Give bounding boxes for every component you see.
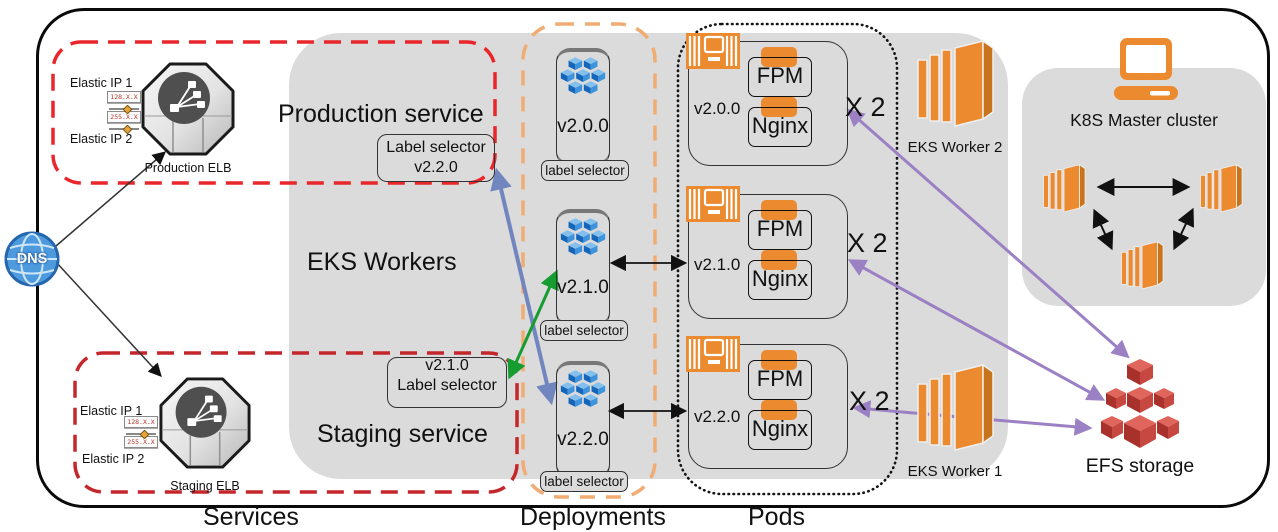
deployment-v220: v2.2.0 bbox=[556, 361, 610, 479]
dns-globe bbox=[4, 231, 60, 287]
staging-elastic-ip-2-label: Elastic IP 2 bbox=[82, 452, 145, 466]
staging-ip-widget: 128.X.X 255.X.X bbox=[124, 416, 158, 448]
eks-worker-2-icon bbox=[914, 36, 996, 128]
pods-section-label: Pods bbox=[748, 503, 805, 531]
ip-value: 255.X.X bbox=[107, 111, 141, 123]
laptop-icon bbox=[1112, 38, 1180, 102]
pod-v210-replicas: X 2 bbox=[847, 228, 888, 258]
pod-v220-replicas: X 2 bbox=[849, 386, 890, 416]
master-node-icon bbox=[1192, 162, 1250, 213]
deployment-v200: v2.0.0 bbox=[556, 48, 610, 166]
efs-storage-label: EFS storage bbox=[1085, 455, 1195, 477]
deployment-v200-label-selector: label selector bbox=[541, 160, 629, 181]
pod-terminal-icon bbox=[686, 336, 740, 372]
selector-line1: Label selector bbox=[386, 139, 486, 156]
nginx-container: Nginx bbox=[748, 260, 812, 300]
deployment-version: v2.1.0 bbox=[557, 277, 609, 298]
staging-elb-label: Staging ELB bbox=[170, 479, 240, 493]
production-label-selector-box: Label selector v2.2.0 bbox=[377, 134, 495, 182]
production-elastic-ip-1-label: Elastic IP 1 bbox=[70, 76, 133, 90]
k8s-master-cluster-label: K8S Master cluster bbox=[1070, 110, 1218, 130]
staging-elb-icon bbox=[158, 375, 252, 473]
pod-version: v2.0.0 bbox=[694, 99, 741, 118]
fpm-container: FPM bbox=[748, 57, 812, 97]
ip-slider bbox=[109, 104, 139, 115]
deployments-section-label: Deployments bbox=[520, 503, 666, 531]
production-elb-icon bbox=[140, 60, 236, 160]
pod-terminal-icon bbox=[686, 33, 740, 69]
production-elb-label: Production ELB bbox=[144, 161, 232, 175]
master-node-icon bbox=[1035, 162, 1093, 213]
deployment-version: v2.0.0 bbox=[557, 116, 609, 137]
eks-workers-label: EKS Workers bbox=[307, 248, 457, 276]
dns-icon: DNS bbox=[3, 230, 61, 288]
ip-value: 255.X.X bbox=[124, 436, 158, 448]
staging-label-selector-box: v2.1.0 Label selector bbox=[387, 357, 507, 408]
pod-version: v2.1.0 bbox=[694, 255, 741, 274]
selector-line2: Label selector bbox=[397, 377, 497, 394]
services-section-label: Services bbox=[203, 503, 299, 531]
deployment-cubes-icon bbox=[560, 57, 606, 95]
nginx-container: Nginx bbox=[748, 107, 812, 147]
deployment-cubes-icon bbox=[560, 370, 606, 408]
deployment-version: v2.2.0 bbox=[557, 429, 609, 450]
production-service-label: Production service bbox=[278, 100, 484, 128]
selector-line1: v2.1.0 bbox=[425, 357, 469, 374]
eks-worker-2-label: EKS Worker 2 bbox=[907, 139, 1003, 156]
eks-worker-1-label: EKS Worker 1 bbox=[907, 463, 1003, 480]
master-node-icon bbox=[1113, 239, 1171, 290]
ip-value: 128.X.X bbox=[124, 416, 158, 428]
deployment-v210: v2.1.0 bbox=[556, 209, 610, 327]
eks-worker-1-icon bbox=[914, 360, 996, 452]
efs-storage-icon bbox=[1096, 352, 1184, 452]
pod-v200-replicas: X 2 bbox=[845, 92, 886, 122]
deployment-v220-label-selector: label selector bbox=[540, 471, 628, 492]
nginx-container: Nginx bbox=[748, 410, 812, 450]
selector-line2: v2.2.0 bbox=[414, 159, 458, 176]
ip-value: 128.X.X bbox=[107, 91, 141, 103]
fpm-container: FPM bbox=[748, 210, 812, 250]
staging-service-label: Staging service bbox=[317, 420, 488, 448]
pod-terminal-icon bbox=[686, 186, 740, 222]
deployment-v210-label-selector: label selector bbox=[540, 320, 628, 341]
fpm-container: FPM bbox=[748, 360, 812, 400]
deployment-cubes-icon bbox=[560, 218, 606, 256]
dns-label: DNS bbox=[16, 251, 48, 267]
ip-slider bbox=[126, 429, 156, 440]
pod-version: v2.2.0 bbox=[694, 407, 741, 426]
production-ip-widget: 128.X.X 255.X.X bbox=[107, 91, 141, 135]
production-elastic-ip-2-label: Elastic IP 2 bbox=[70, 132, 133, 146]
